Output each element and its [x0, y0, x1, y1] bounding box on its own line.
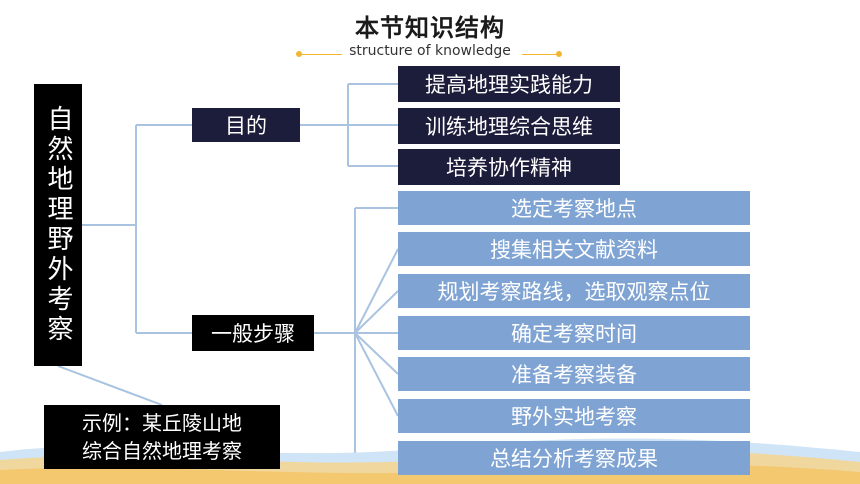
step-item: 确定考察时间 — [398, 316, 750, 350]
decor-dot-left — [296, 51, 302, 57]
example-line: 示例：某丘陵山地 — [82, 411, 242, 435]
page-subtitle: structure of knowledge — [349, 43, 511, 59]
step-item: 总结分析考察成果 — [398, 441, 750, 475]
decor-line-left — [300, 54, 342, 55]
steps-node: 一般步骤 — [192, 315, 314, 351]
step-item: 规划考察路线，选取观察点位 — [398, 274, 750, 308]
decor-dot-right — [556, 51, 562, 57]
example-box: 示例：某丘陵山地 综合自然地理考察 — [44, 405, 280, 469]
decor-line-right — [522, 54, 560, 55]
step-item: 选定考察地点 — [398, 191, 750, 225]
page-title: 本节知识结构 — [355, 14, 505, 42]
step-item: 准备考察装备 — [398, 357, 750, 391]
root-node: 自然地理野外考察 — [34, 84, 82, 366]
purpose-item: 培养协作精神 — [398, 149, 620, 185]
step-item: 搜集相关文献资料 — [398, 232, 750, 266]
purpose-node: 目的 — [192, 108, 300, 142]
example-line: 综合自然地理考察 — [82, 439, 242, 463]
purpose-item: 训练地理综合思维 — [398, 108, 620, 144]
purpose-item: 提高地理实践能力 — [398, 66, 620, 102]
step-item: 野外实地考察 — [398, 399, 750, 433]
